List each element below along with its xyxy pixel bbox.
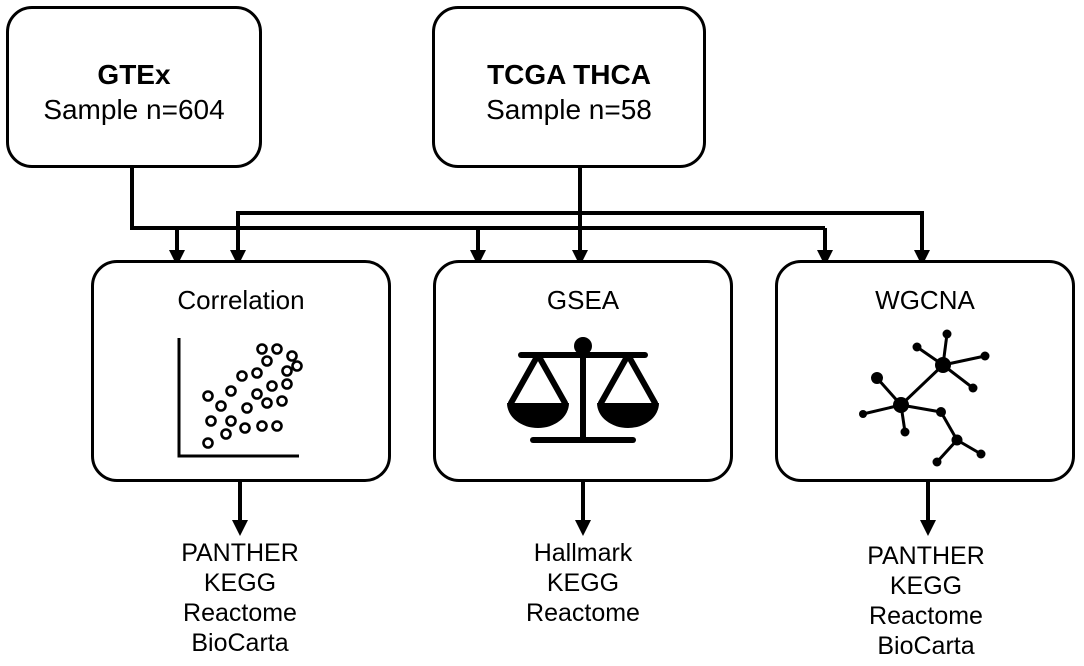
scatter-plot-icon (177, 338, 303, 458)
source-name: GTEx (97, 59, 171, 90)
method-title: WGCNA (875, 285, 975, 315)
source-box-tcga: TCGA THCA Sample n=58 (432, 6, 706, 168)
database-list-gsea: Hallmark KEGG Reactome (473, 538, 693, 628)
method-box-gsea: GSEA (433, 260, 733, 482)
database-item: Reactome (183, 599, 297, 627)
database-list-correlation: PANTHER KEGG Reactome BioCarta (130, 538, 350, 658)
database-item: Reactome (526, 599, 640, 627)
source-box-gtex: GTEx Sample n=604 (6, 6, 262, 168)
source-name: TCGA THCA (487, 59, 651, 90)
method-title: Correlation (177, 285, 305, 315)
database-item: PANTHER (181, 539, 299, 567)
database-item: Reactome (869, 602, 983, 630)
sample-count: Sample n=604 (43, 94, 225, 125)
database-item: KEGG (889, 572, 963, 600)
database-item: KEGG (546, 569, 620, 597)
method-box-wgcna: WGCNA (775, 260, 1075, 482)
database-item: KEGG (203, 569, 277, 597)
network-icon (859, 329, 990, 467)
sample-count: Sample n=58 (486, 94, 652, 125)
gtex-connector (130, 168, 825, 230)
method-box-correlation: Correlation (91, 260, 391, 482)
database-item: PANTHER (867, 542, 985, 570)
database-item: Hallmark (533, 539, 633, 567)
database-item: BioCarta (877, 632, 975, 660)
database-item: BioCarta (191, 629, 289, 657)
balance-scale-icon (507, 337, 659, 443)
database-list-wgcna: PANTHER KEGG Reactome BioCarta (816, 541, 1036, 661)
method-title: GSEA (546, 285, 620, 315)
